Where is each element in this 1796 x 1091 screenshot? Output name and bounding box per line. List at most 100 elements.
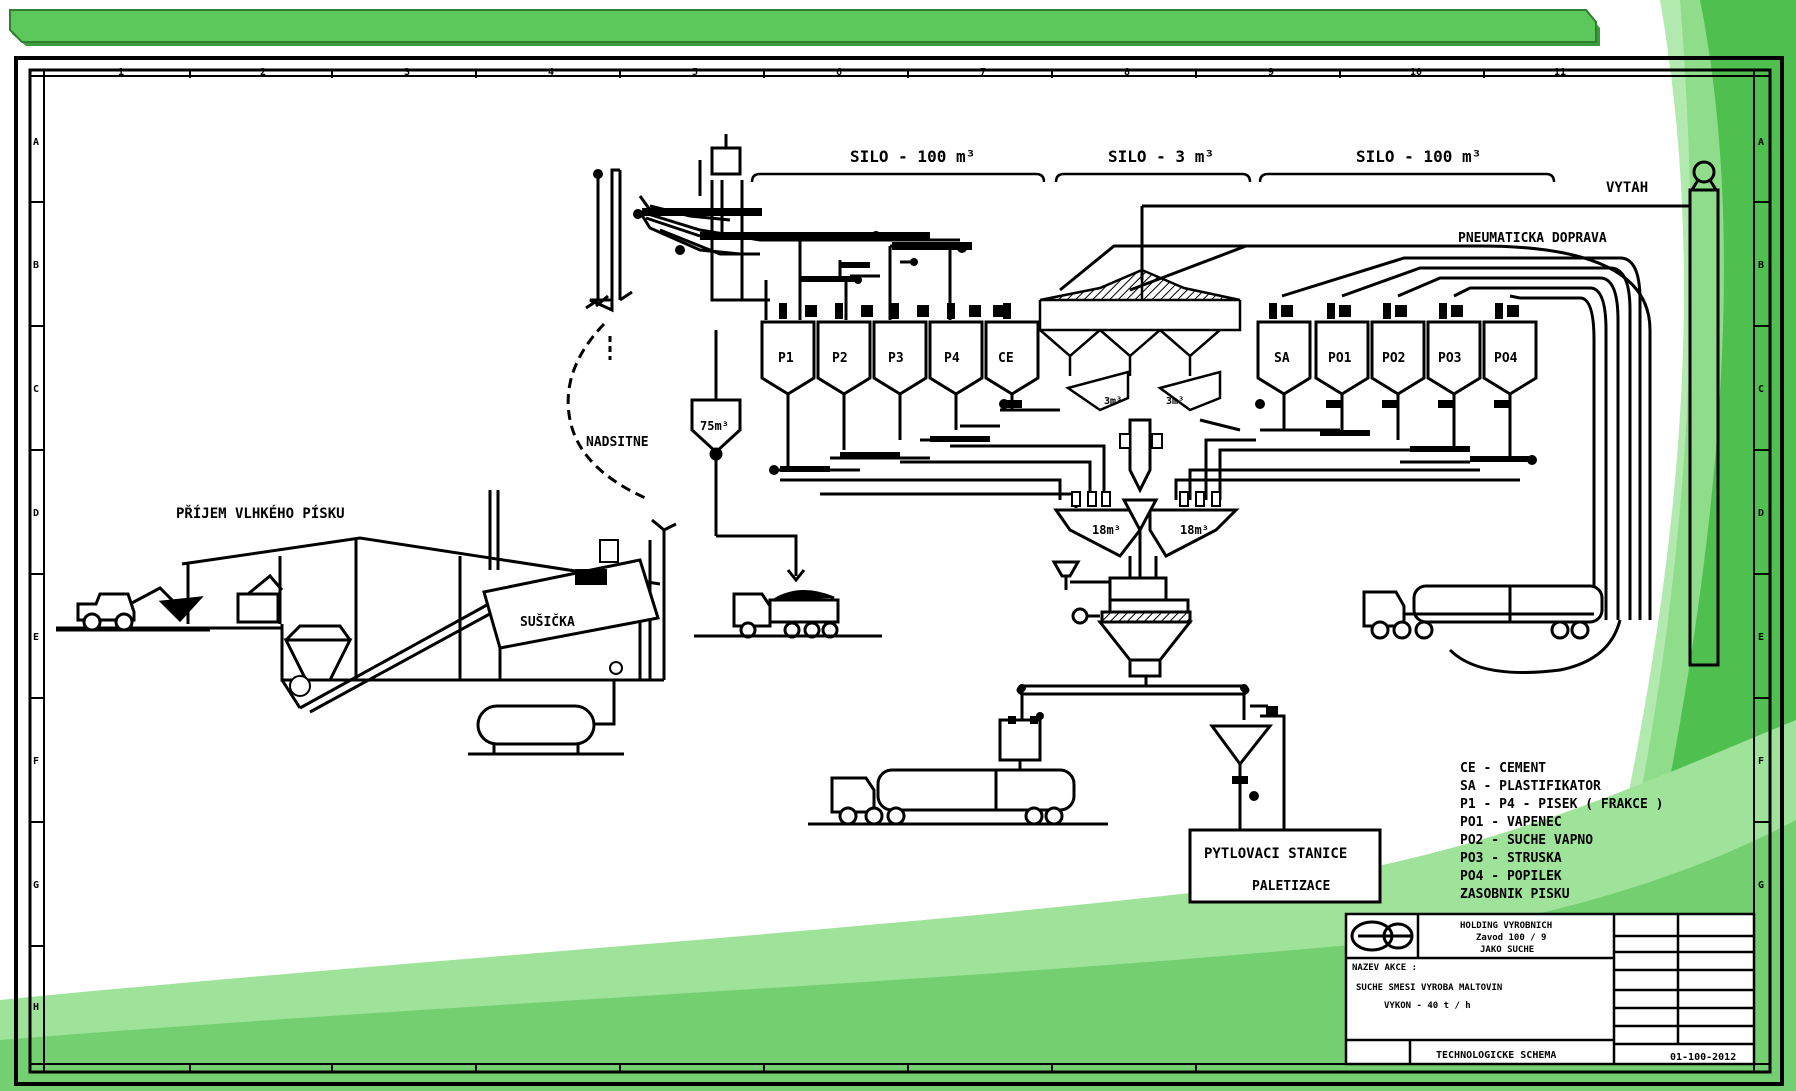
- output-conveyor: [998, 676, 1286, 830]
- sand-receiving-building: [56, 490, 664, 714]
- silo-label: SA: [1274, 351, 1290, 366]
- nadsitne-label: NADSITNE: [586, 435, 649, 450]
- row-letter: E: [1758, 632, 1764, 643]
- bagging-station-line2: PALETIZACE: [1252, 879, 1330, 894]
- bagging-station-line1: PYTLOVACI STANICE: [1204, 846, 1347, 862]
- drawing-number: 01-100-2012: [1670, 1052, 1736, 1063]
- row-letter: B: [33, 260, 39, 271]
- small-silo-array: [1038, 230, 1242, 412]
- company-line-3: JAKO SUCHE: [1480, 945, 1534, 955]
- left-silo-labels: P1 P2 P3 P4 CE: [778, 351, 1014, 366]
- column-number: 4: [548, 67, 554, 78]
- title-bar: [9, 9, 1600, 46]
- company-line-1: HOLDING VYROBNICH: [1460, 921, 1552, 931]
- tanker-truck-bottom: [808, 768, 1108, 826]
- drawing-frame: [14, 56, 1784, 1086]
- company-logo: [1350, 920, 1414, 952]
- hopper-left-label: 18m³: [1092, 523, 1121, 537]
- bucket-elevator: [1688, 160, 1720, 667]
- silo-label: P1: [778, 351, 794, 366]
- mini-hopper-left-label: 3m³: [1104, 396, 1122, 407]
- elevator-label: VYTAH: [1606, 180, 1648, 196]
- right-silo-labels: SA PO1 PO2 PO3 PO4: [1274, 351, 1518, 366]
- column-number: 8: [1124, 67, 1130, 78]
- column-number: 5: [692, 67, 698, 78]
- silo-header-left: SILO - 100 m³: [850, 147, 975, 166]
- pneumatic-label: PNEUMATICKA DOPRAVA: [1458, 231, 1607, 246]
- bagging-station: [1188, 828, 1382, 904]
- silo-label: P2: [832, 351, 848, 366]
- column-number: 11: [1554, 67, 1566, 78]
- silo-label: PO1: [1328, 351, 1352, 366]
- legend: CE - CEMENT SA - PLASTIFIKATOR P1 - P4 -…: [1460, 761, 1664, 902]
- row-letter: A: [1758, 137, 1764, 148]
- row-letter: A: [33, 137, 39, 148]
- tank-75-label: 75m³: [700, 419, 729, 433]
- silo-header-middle: SILO - 3 m³: [1108, 147, 1214, 166]
- silo-headers: [750, 172, 1556, 183]
- tanker-truck-right: [1362, 584, 1604, 640]
- row-letter: F: [1758, 756, 1764, 767]
- row-letter: G: [1758, 880, 1764, 891]
- column-number: 3: [404, 67, 410, 78]
- dump-truck: [694, 534, 882, 639]
- title-block-text: HOLDING VYROBNICH Zavod 100 / 9 JAKO SUC…: [1352, 921, 1736, 1063]
- dryer-label: SUŠIČKA: [520, 614, 575, 630]
- title-block: [1344, 912, 1756, 1066]
- wheel-loader: [56, 586, 210, 632]
- legend-item: ZASOBNIK PISKU: [1460, 887, 1570, 902]
- tank-75: [690, 330, 742, 536]
- row-letters: A B C D E F G H A B C D E F G: [33, 137, 1764, 1013]
- row-letter: B: [1758, 260, 1764, 271]
- legend-item: PO2 - SUCHE VAPNO: [1460, 833, 1593, 848]
- mini-hopper-right-label: 3m³: [1166, 396, 1184, 407]
- silo-label: PO3: [1438, 351, 1461, 366]
- legend-item: SA - PLASTIFIKATOR: [1460, 779, 1601, 794]
- central-hopper-valves: [1071, 433, 1221, 507]
- project-label: NAZEV AKCE :: [1352, 963, 1417, 973]
- project-line-1: SUCHE SMESI VYROBA MALTOVIN: [1356, 983, 1502, 993]
- discharge-belts: [769, 399, 1537, 475]
- legend-item: PO3 - STRUSKA: [1460, 851, 1562, 866]
- dryer-fittings: [289, 539, 623, 697]
- dryer-drum: [482, 558, 660, 680]
- legend-item: PO4 - POPILEK: [1460, 869, 1562, 884]
- top-feed-conveyor-belts: [593, 169, 972, 284]
- legend-item: P1 - P4 - PISEK ( FRAKCE ): [1460, 797, 1664, 812]
- silo-label: PO2: [1382, 351, 1405, 366]
- silo-header-right: SILO - 100 m³: [1356, 147, 1481, 166]
- project-line-2: VYKON - 40 t / h: [1384, 1001, 1471, 1011]
- right-silo-bank: [1256, 320, 1538, 396]
- left-silo-bank: [760, 320, 1040, 396]
- column-number: 7: [980, 67, 986, 78]
- column-numbers: 1 2 3 4 5 6 7 8 9 10 11: [118, 67, 1566, 78]
- silo-label: CE: [998, 351, 1014, 366]
- scheme-title: TECHNOLOGICKE SCHEMA: [1436, 1050, 1556, 1061]
- row-letter: C: [1758, 384, 1764, 395]
- silo-label: PO4: [1494, 351, 1518, 366]
- company-line-2: Zavod 100 / 9: [1476, 933, 1546, 943]
- silo-label: P4: [944, 351, 960, 366]
- prijem-label: PŘÍJEM VLHKÉHO PÍSKU: [176, 504, 345, 522]
- hopper-right-label: 18m³: [1180, 523, 1209, 537]
- row-letter: F: [33, 756, 39, 767]
- row-letter: G: [33, 880, 39, 891]
- inclined-conveyor-top: [638, 204, 741, 256]
- column-number: 1: [118, 67, 124, 78]
- column-number: 9: [1268, 67, 1274, 78]
- pneumatic-lines: [1059, 204, 1690, 674]
- row-letter: E: [33, 632, 39, 643]
- row-letter: C: [33, 384, 39, 395]
- legend-item: PO1 - VAPENEC: [1460, 815, 1562, 830]
- row-letter: D: [33, 508, 39, 519]
- column-number: 10: [1410, 67, 1422, 78]
- row-letter: H: [33, 1002, 39, 1013]
- column-number: 2: [260, 67, 266, 78]
- row-letter: D: [1758, 508, 1764, 519]
- mixer-assembly: [1051, 560, 1194, 678]
- column-number: 6: [836, 67, 842, 78]
- output-conveyor-fittings: [1008, 684, 1278, 801]
- silo-label: P3: [888, 351, 904, 366]
- legend-item: CE - CEMENT: [1460, 761, 1546, 776]
